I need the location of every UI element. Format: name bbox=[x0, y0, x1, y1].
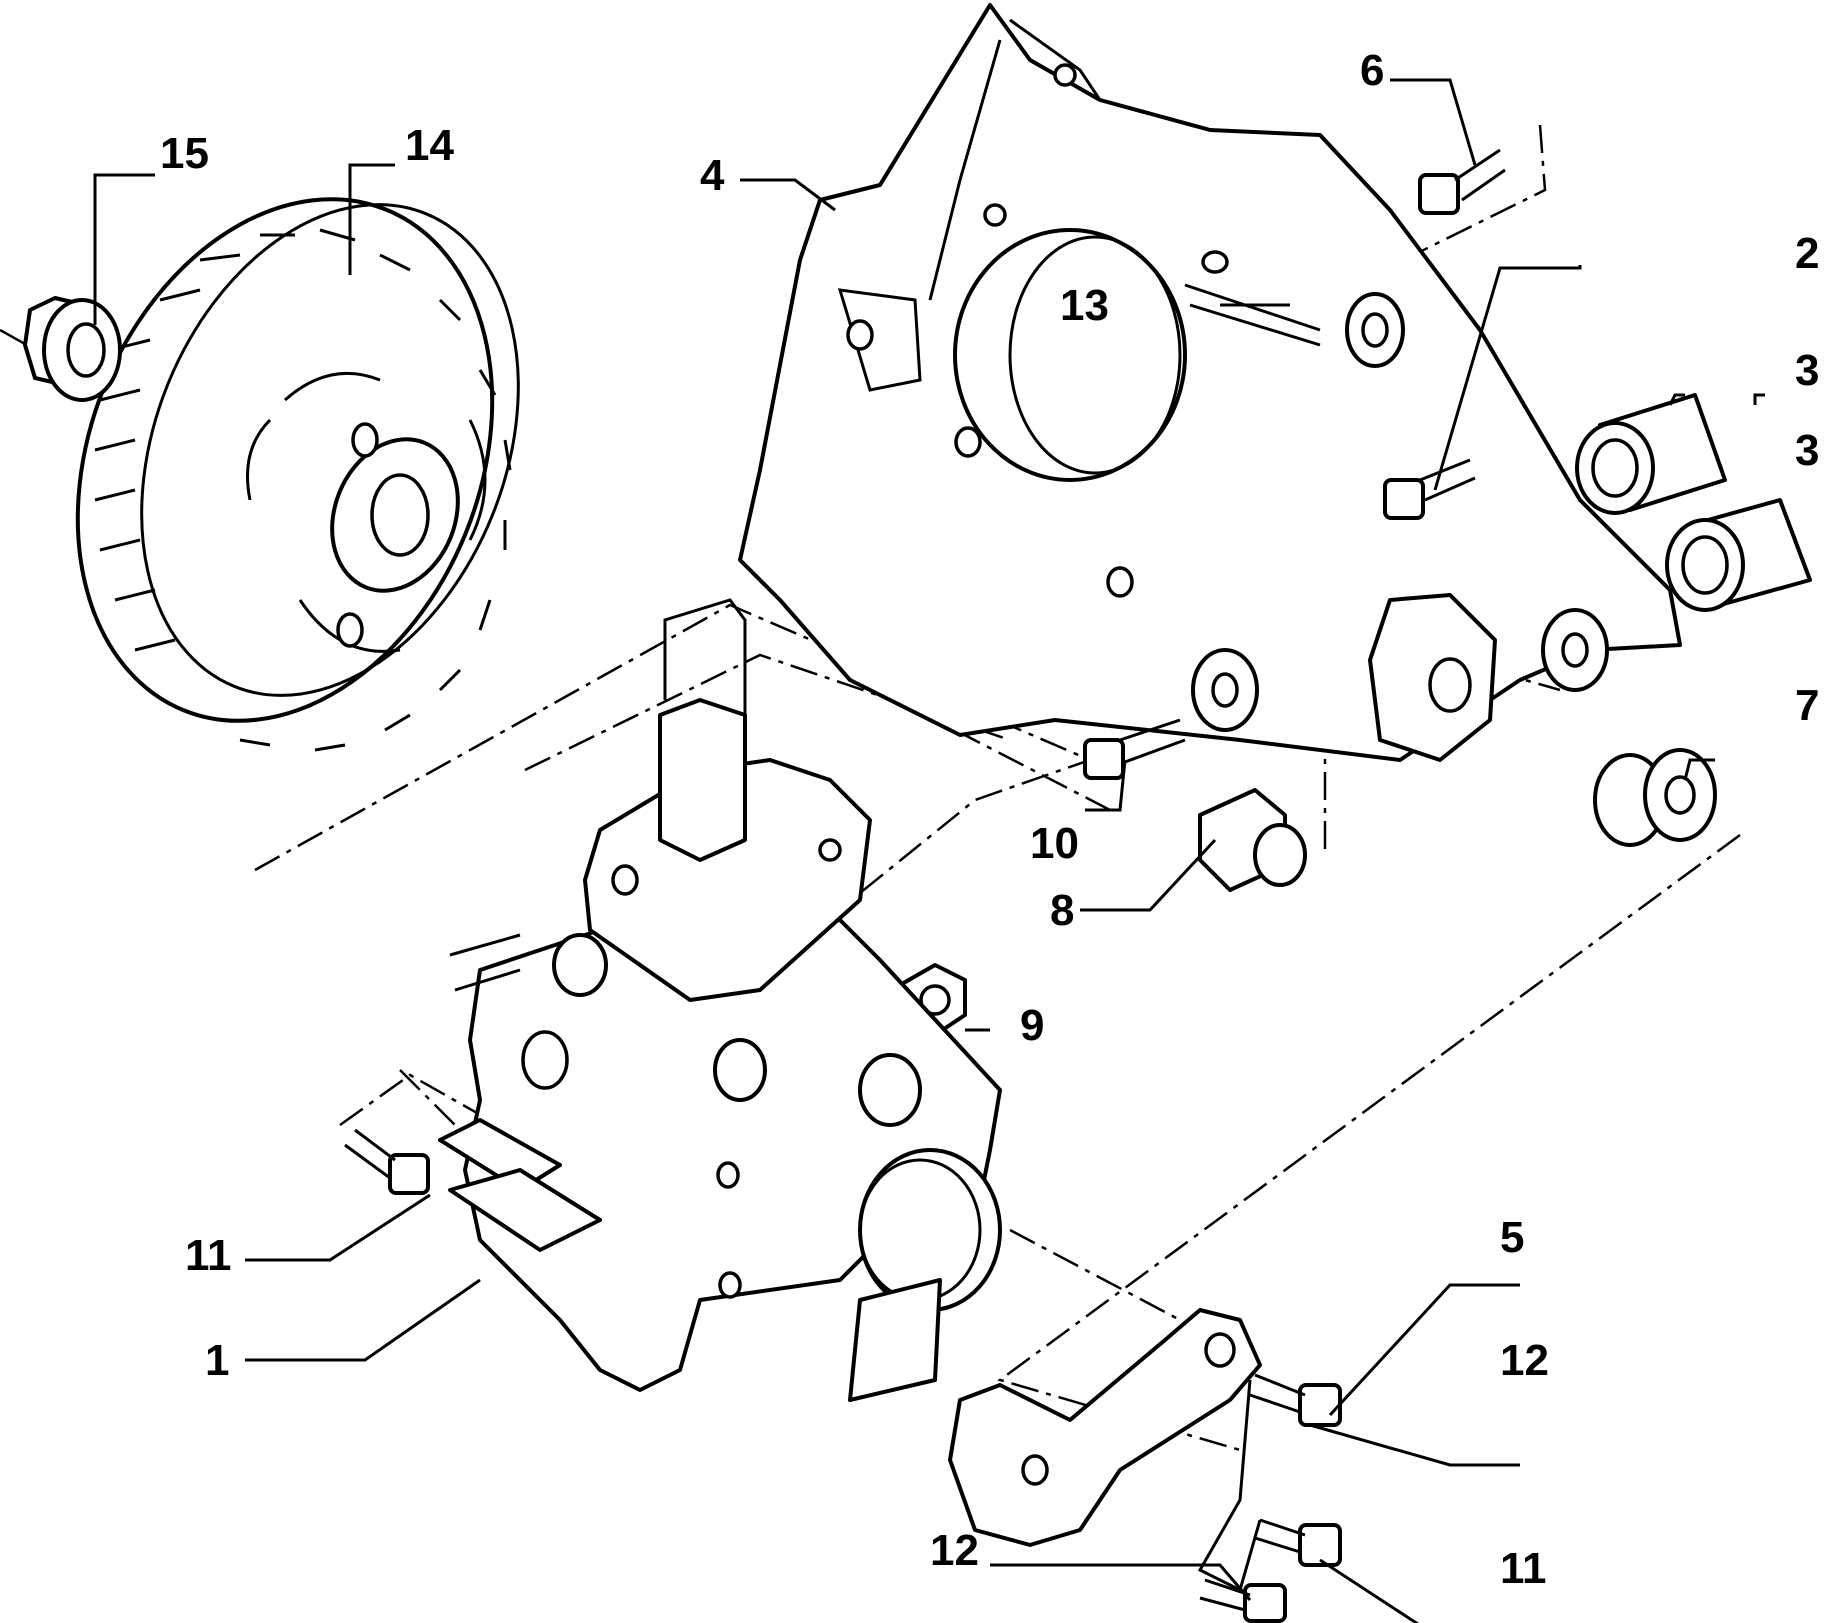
callout-8: 8 bbox=[1050, 886, 1074, 935]
bushings bbox=[1575, 393, 1812, 612]
bolt-10 bbox=[1083, 718, 1186, 780]
callout-12b: 12 bbox=[930, 1526, 979, 1575]
callout-15: 15 bbox=[160, 129, 209, 178]
bolt-12a bbox=[1249, 1373, 1342, 1427]
bolt-6 bbox=[1418, 148, 1506, 215]
callout-9: 9 bbox=[1020, 1001, 1044, 1050]
support-arm bbox=[948, 1308, 1262, 1593]
callout-14: 14 bbox=[405, 121, 454, 170]
gear-nut bbox=[23, 296, 122, 402]
callout-7: 7 bbox=[1795, 681, 1819, 730]
stud-13 bbox=[1184, 283, 1321, 347]
bolt-11a bbox=[344, 1128, 430, 1195]
part-8 bbox=[1198, 788, 1307, 892]
callout-6: 6 bbox=[1360, 46, 1384, 95]
injection-pump bbox=[438, 598, 1002, 1402]
callout-13: 13 bbox=[1060, 281, 1109, 330]
leader-lines bbox=[93, 78, 1765, 1623]
callout-4: 4 bbox=[700, 151, 725, 200]
callout-1: 1 bbox=[205, 1336, 229, 1385]
pump-bracket bbox=[738, 3, 1682, 762]
callout-10: 10 bbox=[1030, 819, 1079, 868]
callout-5: 5 bbox=[1500, 1213, 1524, 1262]
callouts: 1 2 3 3 4 5 6 7 8 9 10 11 11 12 12 13 14… bbox=[160, 46, 1819, 1593]
bolt-11b bbox=[1254, 1518, 1342, 1567]
callout-11b: 11 bbox=[1500, 1544, 1547, 1593]
callout-12a: 12 bbox=[1500, 1336, 1549, 1385]
timing-gear bbox=[75, 197, 520, 752]
callout-3a: 3 bbox=[1795, 346, 1819, 395]
callout-2: 2 bbox=[1795, 229, 1819, 278]
bolt-2 bbox=[1383, 458, 1476, 520]
bushing-7 bbox=[1593, 748, 1717, 847]
fasteners bbox=[344, 148, 1717, 1623]
callout-11a: 11 bbox=[185, 1231, 232, 1280]
callout-3b: 3 bbox=[1795, 426, 1819, 475]
